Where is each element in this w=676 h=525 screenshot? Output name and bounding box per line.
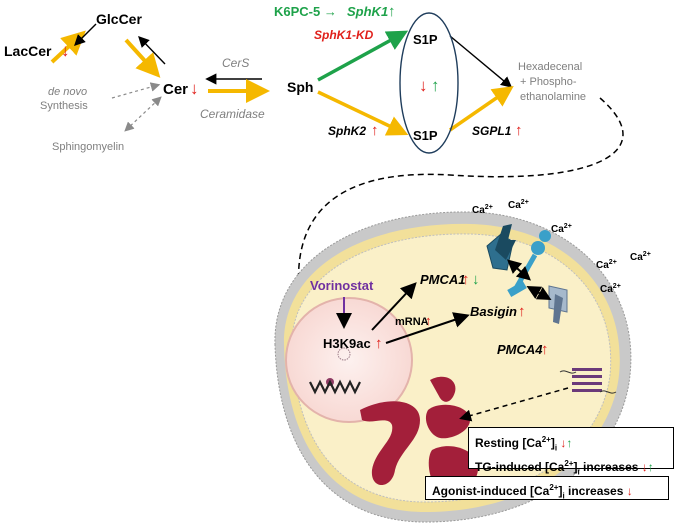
er-shape-3 [425,404,470,439]
pmca4-pump [548,285,568,324]
basigin-pmca4-interaction [526,286,552,300]
s1p-top-to-products-arrow [449,35,513,88]
s1p-pool-ellipse [399,12,459,154]
s1p-bottom-label: S1P [413,128,438,143]
sphk2-label: SphK2 [328,124,366,138]
h3k9ac-to-pmca1-arrow [371,282,417,331]
h3k9ac-to-basigin-arrow [385,312,470,344]
s1p-up-arrow: ↑ [431,76,440,95]
resting-ca-line: Resting [Ca2+]i ↓↑ [475,435,573,453]
hexadecenal-line2: + Phospho- [520,76,577,88]
histone-mark [337,347,351,361]
laccer-label: LacCer [4,43,52,59]
sphk1-up-arrow: ↑ [388,3,396,20]
ca-ion-4: Ca2+ [596,259,617,271]
glccer-to-cer-arrow [124,38,161,78]
sph-label: Sph [287,79,313,95]
ca-ion-2: Ca2+ [508,199,529,211]
ca-ion-3: Ca2+ [551,223,572,235]
sgpl1-up-arrow: ↑ [515,122,523,139]
sgpl1-arrow [449,86,514,132]
agonist-box: Agonist-induced [Ca2+]i increases ↓ [425,476,669,500]
sphk1-green-label: SphK1 [347,4,388,19]
resting-tg-box: Resting [Ca2+]i ↓↑ TG-induced [Ca2+]i in… [468,427,674,477]
cer-to-glccer-arrow [138,35,166,65]
sphk2-arrow [317,90,409,136]
sphk1-kd-label: SphK1-KD [314,28,374,42]
mrna-up-arrow: ↑ [425,313,432,328]
vorinostat-label: Vorinostat [310,278,374,293]
h3k9ac-label: H3K9ac [323,336,371,351]
de-novo-label: de novo [48,86,87,98]
cers-label: CerS [222,56,249,70]
hexadecenal-line3: ethanolamine [520,91,586,103]
calcium-ions: Ca2+ Ca2+ Ca2+ Ca2+ Ca2+ Ca2+ [472,199,651,295]
synthesis-label: Synthesis [40,100,88,112]
receptor-to-er-arrow [459,387,569,422]
basigin-up-arrow: ↑ [518,303,526,320]
pmca1-basigin-interaction [507,259,531,281]
glccer-to-laccer-arrow [74,23,97,46]
pmca1-pump [486,224,516,271]
pmca1-up-arrow: ↑ [462,271,470,288]
nucleus [285,297,413,423]
tg-ca-line: TG-induced [Ca2+]i increases ↓↑ [475,459,654,477]
s1p-down-arrow: ↓ [419,76,428,95]
ca-ion-1: Ca2+ [472,204,493,216]
basigin-label: Basigin [470,304,517,319]
sphk1-arrow [317,30,409,82]
agonist-ca-line: Agonist-induced [Ca2+]i increases ↓ [432,483,633,501]
h3k9ac-up-arrow: ↑ [375,335,383,352]
sgpl1-label: SGPL1 [472,124,512,138]
ca-ion-6: Ca2+ [600,283,621,295]
cer-down-arrow: ↓ [190,79,199,98]
hexadecenal-line1: Hexadecenal [518,61,582,73]
cer-label: Cer [163,81,188,98]
pmca4-label: PMCA4 [497,342,543,357]
dna-zigzag [309,379,361,395]
laccer-down-arrow: ↓ [61,41,70,60]
er-shape-2 [430,376,456,402]
membrane-receptor-purple [559,368,617,394]
pmca1-label: PMCA1 [420,272,466,287]
glccer-label: GlcCer [96,11,142,27]
ceramidase-label: Ceramidase [200,107,265,121]
cell: Vorinostat H3K9ac ↑ mRNA ↑ PMCA1 ↑ ↓ Bas… [274,211,632,523]
ca-ion-5: Ca2+ [630,251,651,263]
pmca1-down-arrow: ↓ [472,271,480,288]
sphingomyelin-arrow [124,96,162,132]
pmca4-up-arrow: ↑ [541,341,549,358]
sphk2-up-arrow: ↑ [371,122,379,139]
mrna-label: mRNA [395,316,429,328]
sphingomyelin-label: Sphingomyelin [52,141,124,153]
k6pc5-label: K6PC-5 → [274,4,337,19]
de-novo-arrow [111,82,161,99]
s1p-top-label: S1P [413,32,438,47]
er-shape-1 [360,401,420,485]
